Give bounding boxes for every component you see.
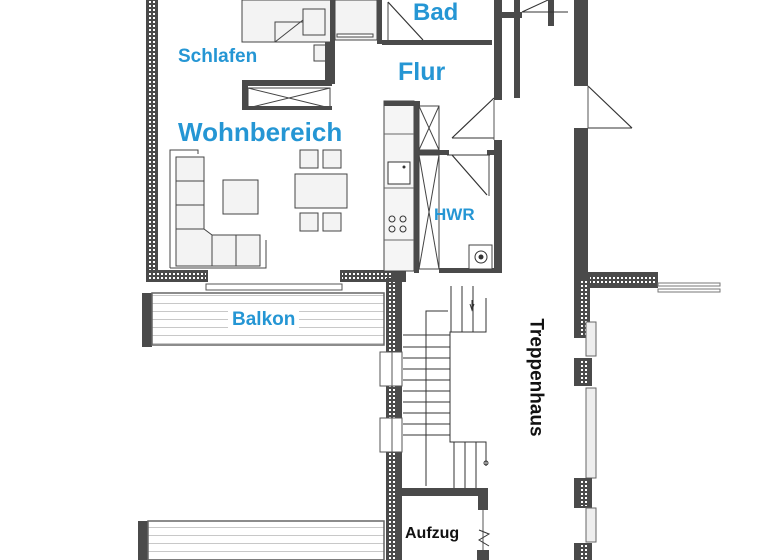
- room-label-aufzug: Aufzug: [405, 525, 460, 542]
- cooktop: [388, 215, 407, 233]
- stairwell-wall-left: [379, 278, 403, 560]
- living-furniture: [169, 149, 348, 269]
- room-label-balkon: Balkon: [228, 310, 300, 329]
- bathroom: [382, 0, 568, 100]
- balcony-lower: [138, 520, 385, 560]
- elevator: [402, 488, 491, 560]
- room-label-bad: Bad: [413, 0, 459, 26]
- room-label-schlafen: Schlafen: [178, 46, 258, 67]
- staircase: [403, 286, 489, 488]
- room-label-treppenhaus: Treppenhaus: [525, 318, 547, 437]
- kitchen-and-utility: [383, 97, 502, 273]
- interior-walls: [325, 42, 330, 86]
- bedroom-furniture: [241, 0, 382, 110]
- corridor-wall-right: [514, 0, 721, 560]
- room-label-wohnbereich: Wohnbereich: [178, 117, 343, 147]
- room-label-hwr: HWR: [434, 205, 475, 224]
- room-label-flur: Flur: [398, 58, 446, 86]
